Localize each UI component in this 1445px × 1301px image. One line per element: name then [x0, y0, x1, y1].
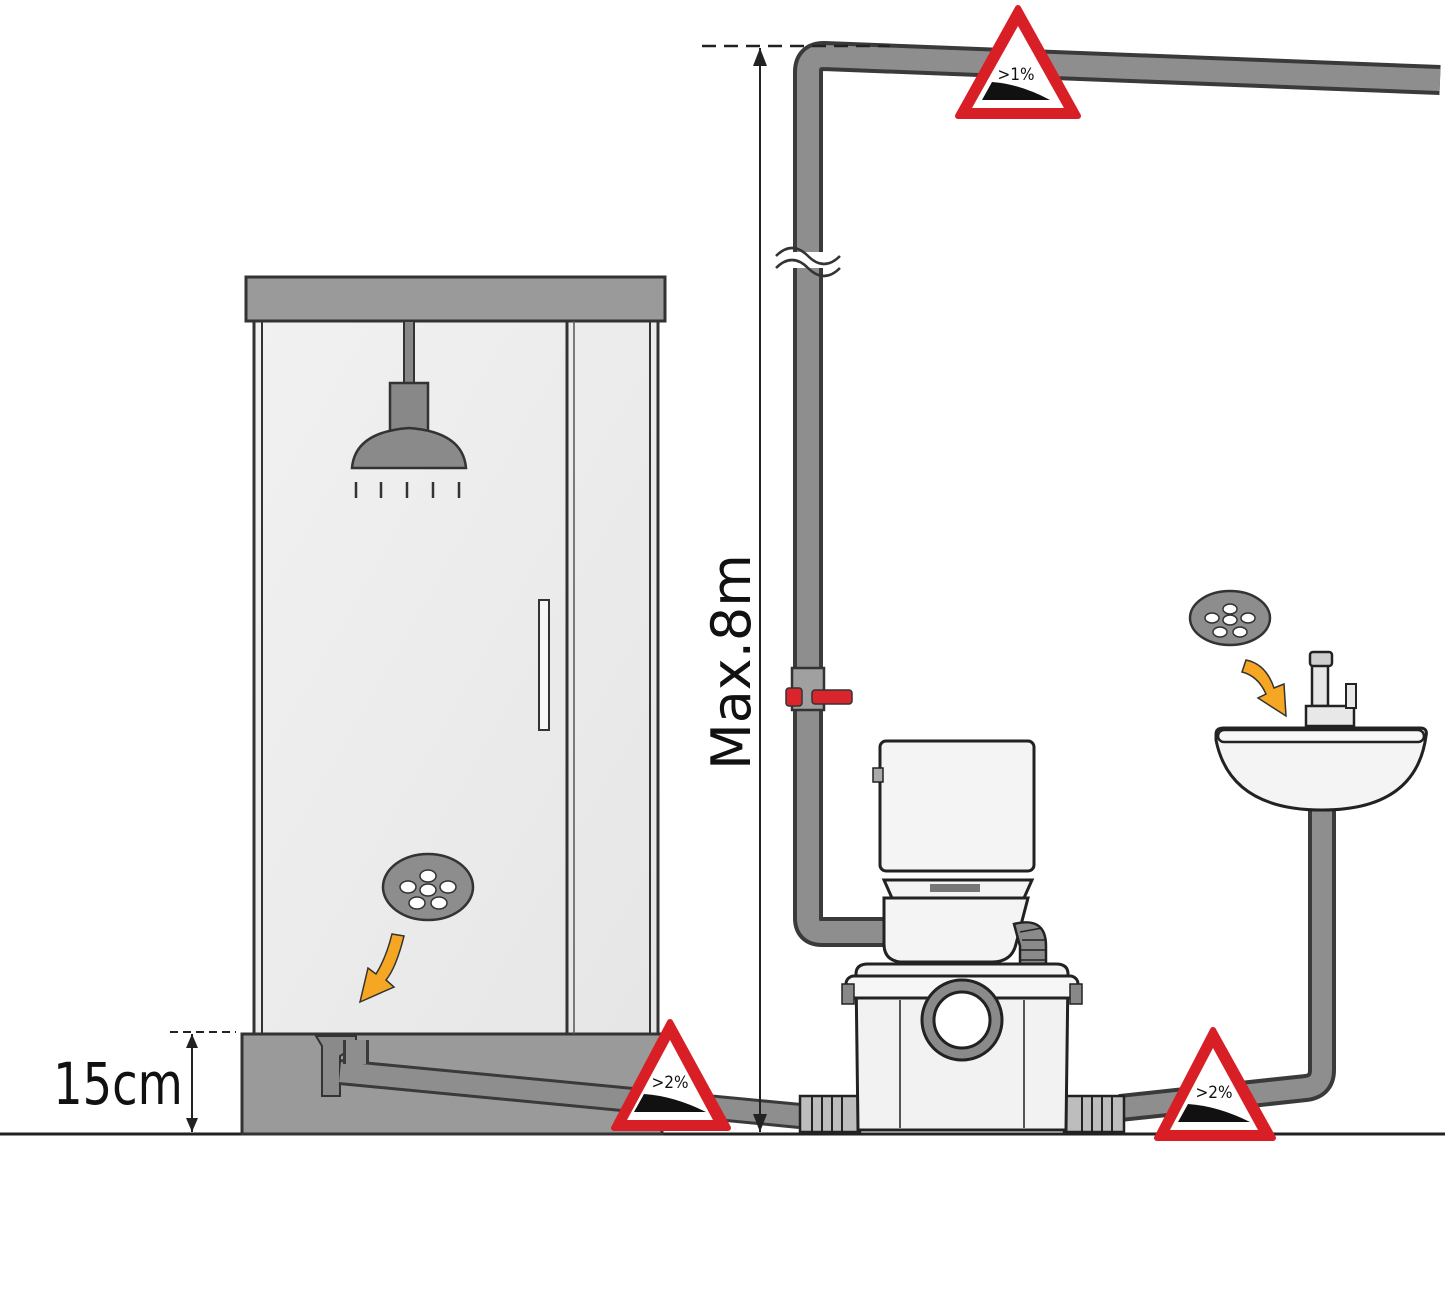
- toilet: [872, 739, 1048, 970]
- max-height-label: Max.8m: [700, 554, 763, 770]
- ball-valve-icon: [785, 666, 853, 712]
- plinth-height-dimension: 15cm: [53, 1031, 236, 1132]
- toilet-bowl: [882, 896, 1030, 964]
- shower-head-icon: [350, 320, 468, 498]
- shower-enclosure: [252, 319, 660, 1036]
- slope-shower-label: >2%: [651, 1073, 688, 1093]
- drain-grate-icon: [1188, 589, 1272, 647]
- slope-top-label: >1%: [997, 65, 1034, 85]
- slope-warning-triangle-icon: >1%: [955, 5, 1081, 119]
- sink: [1214, 650, 1428, 812]
- sink-basin: [1214, 726, 1428, 812]
- pump-inlet-right: [1062, 1094, 1126, 1134]
- shower-top-frame: [244, 275, 667, 323]
- curved-arrow-icon: [1241, 659, 1287, 718]
- drain-grate-icon: [381, 852, 475, 922]
- pump-inlet-left: [798, 1094, 862, 1134]
- curved-arrow-icon: [358, 933, 405, 1004]
- macerator-pump: [841, 962, 1083, 1132]
- plinth-height-label: 15cm: [53, 1051, 183, 1118]
- pipe-break-symbol: [775, 246, 846, 278]
- shower-door-handle: [538, 599, 550, 731]
- slope-warning-triangle-icon: >2%: [611, 1019, 731, 1131]
- max-height-dimension: Max.8m: [700, 44, 890, 1132]
- slope-sink-label: >2%: [1195, 1083, 1232, 1103]
- slope-warning-triangle-icon: >2%: [1154, 1027, 1276, 1141]
- shower-cabin: [240, 275, 667, 1136]
- toilet-tank: [878, 739, 1036, 873]
- faucet-icon: [1304, 650, 1357, 728]
